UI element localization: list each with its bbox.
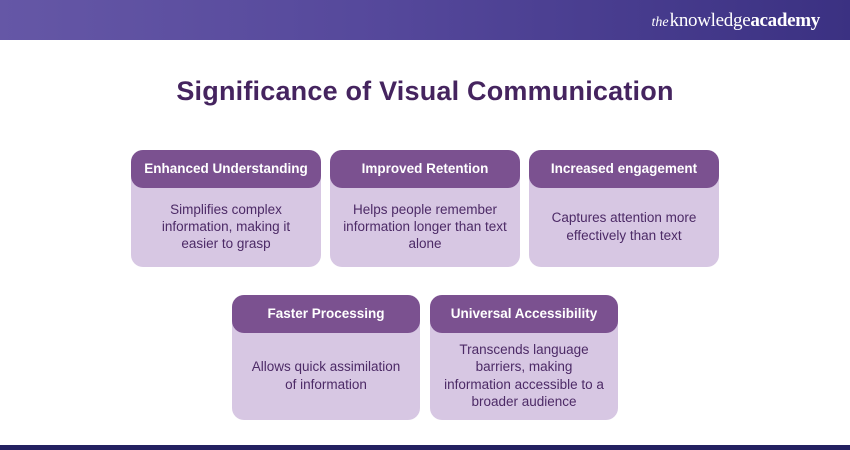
knowledge-academy-logo: theknowledgeacademy: [651, 9, 821, 31]
logo-academy: academy: [750, 9, 820, 31]
cards-row-bottom: Faster Processing Allows quick assimilat…: [232, 295, 618, 421]
card-body: Helps people remember information longer…: [343, 201, 507, 252]
cards-row-top: Enhanced Understanding Simplifies comple…: [131, 150, 719, 267]
card-increased-engagement: Increased engagement Captures attention …: [529, 150, 719, 267]
card-improved-retention: Improved Retention Helps people remember…: [330, 150, 520, 267]
logo-knowledge: knowledge: [669, 9, 751, 31]
card-header: Enhanced Understanding: [131, 150, 321, 188]
card-header: Improved Retention: [330, 150, 520, 188]
card-header: Universal Accessibility: [430, 295, 618, 333]
cards-area: Enhanced Understanding Simplifies comple…: [0, 150, 850, 421]
card-body: Allows quick assimilation of information: [251, 359, 401, 392]
card-header: Faster Processing: [232, 295, 420, 333]
card-body: Simplifies complex information, making i…: [161, 201, 291, 252]
footer-accent-bar: [0, 445, 850, 450]
card-universal-accessibility: Universal Accessibility Transcends langu…: [430, 295, 618, 421]
card-body: Transcends language barriers, making inf…: [444, 342, 604, 409]
card-enhanced-understanding: Enhanced Understanding Simplifies comple…: [131, 150, 321, 267]
top-banner: theknowledgeacademy: [0, 0, 850, 40]
card-header: Increased engagement: [529, 150, 719, 188]
card-body: Captures attention more effectively than…: [551, 210, 697, 243]
logo-the: the: [651, 14, 669, 30]
page-title: Significance of Visual Communication: [176, 76, 674, 106]
card-faster-processing: Faster Processing Allows quick assimilat…: [232, 295, 420, 421]
